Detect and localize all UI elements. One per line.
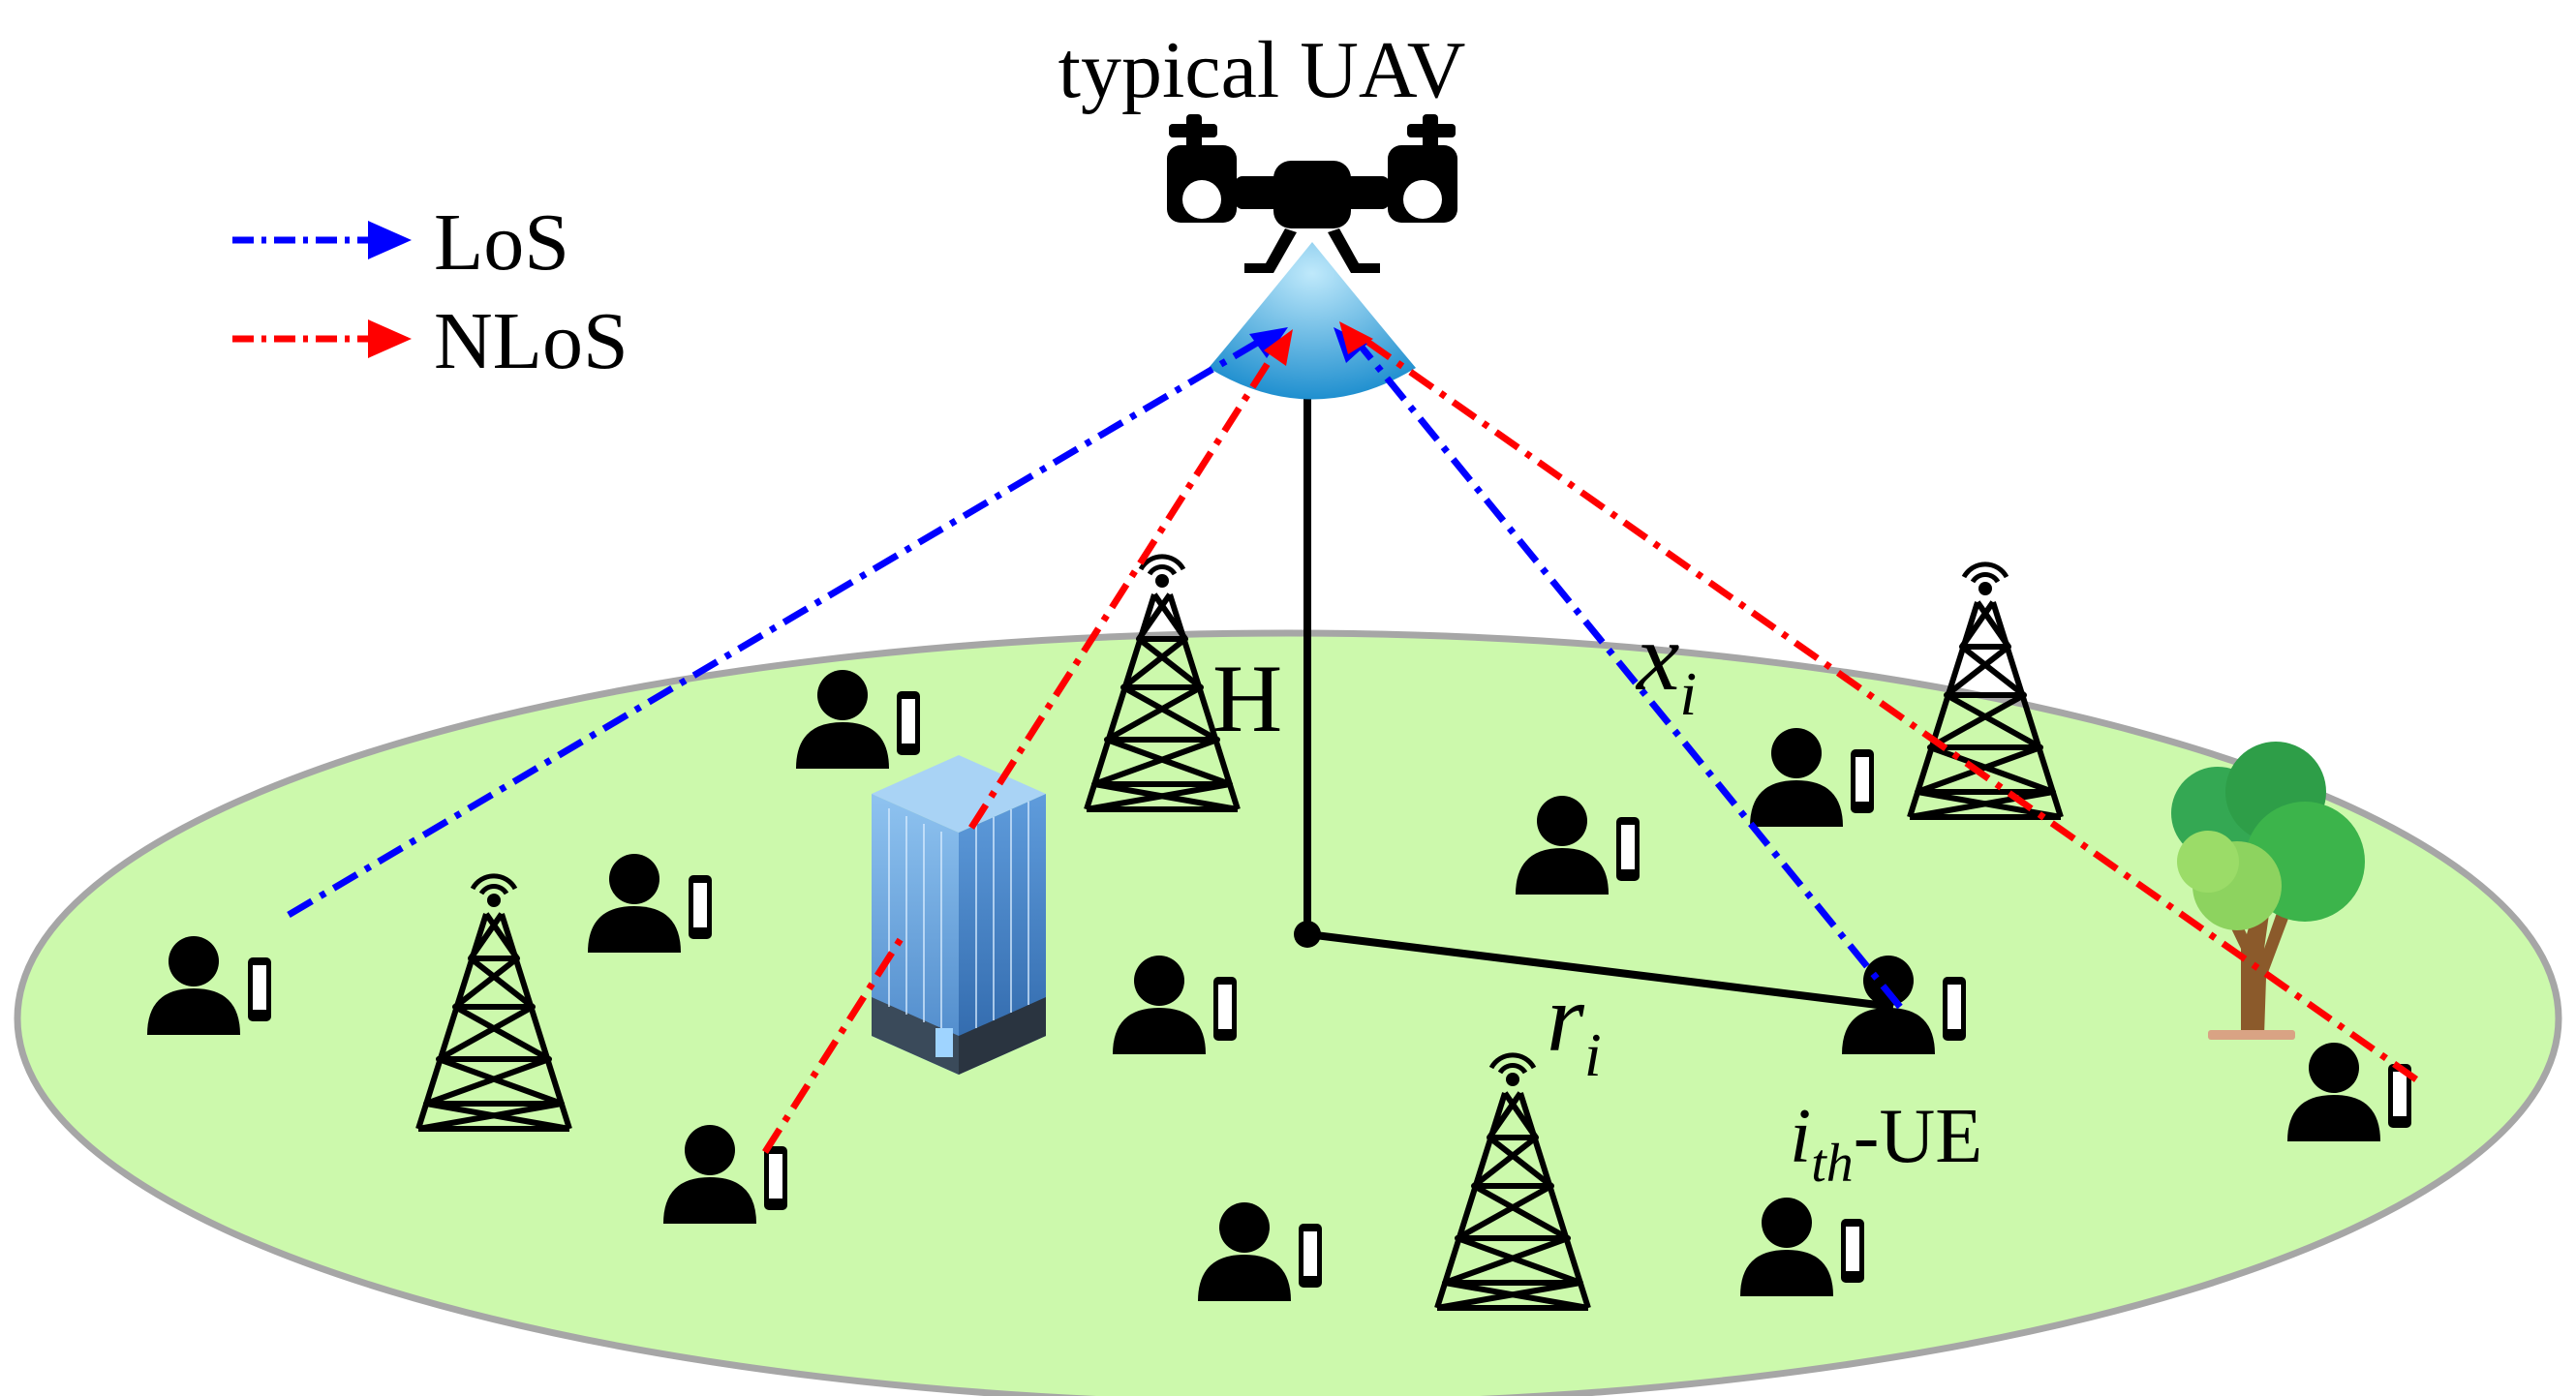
legend: LoS NLoS (232, 197, 629, 386)
legend-nlos-arrow (368, 319, 412, 358)
uav-drone-icon (1167, 114, 1457, 273)
height-label: H (1212, 645, 1282, 752)
tree-icon (2171, 742, 2365, 1040)
legend-nlos-label: NLoS (434, 296, 629, 386)
ue-label-sub: th (1811, 1134, 1854, 1194)
radius-label: ri (1547, 964, 1602, 1089)
ue-label: ith-UE (1790, 1094, 1982, 1194)
uav-title: typical UAV (1058, 25, 1466, 115)
link-arrowheads (1249, 321, 1373, 366)
ue-label-suffix: -UE (1854, 1094, 1982, 1179)
radius-label-sub: i (1584, 1020, 1602, 1089)
geometry-lines (1303, 334, 1894, 1011)
building-icon (872, 755, 1046, 1075)
los-links (287, 331, 1903, 1010)
distance-label: xi (1635, 603, 1697, 728)
distance-label-main: x (1635, 603, 1679, 711)
coverage-ground (14, 629, 2562, 1396)
nlos-links (762, 334, 2419, 1154)
ground-projection-point (1294, 921, 1321, 948)
ue-label-main: i (1790, 1094, 1811, 1179)
distance-label-sub: i (1679, 659, 1697, 728)
legend-los-label: LoS (434, 197, 569, 288)
uav-beam-cone (1209, 242, 1416, 400)
radius-label-main: r (1547, 964, 1585, 1072)
legend-los-arrow (368, 221, 412, 259)
